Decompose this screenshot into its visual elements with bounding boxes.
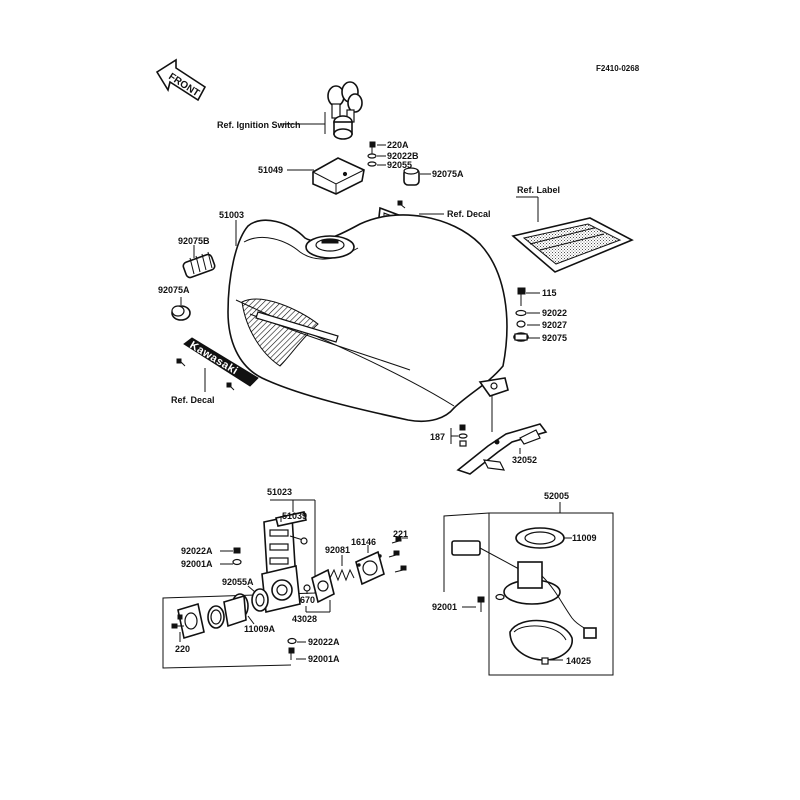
label-221: 221 xyxy=(393,529,408,539)
label-51039: 51039 xyxy=(282,511,307,521)
label-92022: 92022 xyxy=(542,308,567,318)
cap-screw-stack xyxy=(367,141,377,167)
front-arrow-icon: FRONT xyxy=(155,58,207,102)
label-92055A: 92055A xyxy=(222,577,254,587)
label-ref-decal-top: Ref. Decal xyxy=(447,209,491,219)
label-220A: 220A xyxy=(387,140,409,150)
damper-left xyxy=(171,305,191,321)
label-92075A-top: 92075A xyxy=(432,169,464,179)
bracket-bolts xyxy=(458,424,468,447)
label-92075A-left: 92075A xyxy=(158,285,190,295)
damper-top xyxy=(403,167,420,186)
label-92001A-bottom: 92001A xyxy=(308,654,340,664)
label-ref-label: Ref. Label xyxy=(517,185,560,195)
ref-label-plate xyxy=(511,217,634,273)
cover-screws xyxy=(388,536,407,573)
label-92022A-left: 92022A xyxy=(181,546,213,556)
label-51003: 51003 xyxy=(219,210,244,220)
fuel-sender-unit xyxy=(451,540,597,639)
label-92022B: 92022B xyxy=(387,151,419,161)
sender-guard xyxy=(509,619,573,665)
label-92027: 92027 xyxy=(542,320,567,330)
label-92001A-left: 92001A xyxy=(181,559,213,569)
lever-and-gasket xyxy=(303,568,335,604)
label-52005: 52005 xyxy=(544,491,569,501)
fuel-cock-frame xyxy=(162,500,316,669)
fuel-cock-seals xyxy=(171,588,269,640)
grommet-left xyxy=(182,251,216,279)
label-92081: 92081 xyxy=(325,545,350,555)
spring xyxy=(329,568,355,582)
label-ref-ignition-switch: Ref. Ignition Switch xyxy=(217,120,301,130)
label-92055: 92055 xyxy=(387,160,412,170)
mount-bracket xyxy=(456,396,548,475)
tank-cap-cover xyxy=(312,157,365,195)
sender-gasket xyxy=(515,527,565,549)
sender-screw xyxy=(477,596,485,612)
label-220: 220 xyxy=(175,644,190,654)
bottom-screw xyxy=(287,637,297,660)
diagram-code: F2410-0268 xyxy=(596,64,640,73)
gauge-box xyxy=(488,512,614,676)
label-187: 187 xyxy=(430,432,445,442)
label-51023: 51023 xyxy=(267,487,292,497)
label-11009A: 11009A xyxy=(244,624,276,634)
label-670: 670 xyxy=(300,595,315,605)
fuel-tank xyxy=(227,214,509,423)
small-screw-left xyxy=(232,547,242,566)
fuel-cock-body xyxy=(261,511,308,613)
diaphragm-cover xyxy=(355,550,385,586)
label-51049: 51049 xyxy=(258,165,283,175)
rear-bolt-stack xyxy=(513,287,529,342)
label-92075: 92075 xyxy=(542,333,567,343)
label-14025: 14025 xyxy=(566,656,591,666)
label-92075B: 92075B xyxy=(178,236,210,246)
gauge-box-left xyxy=(443,512,490,592)
label-92022A-bottom: 92022A xyxy=(308,637,340,647)
label-32052: 32052 xyxy=(512,455,537,465)
label-16146: 16146 xyxy=(351,537,376,547)
label-92001: 92001 xyxy=(432,602,457,612)
label-11009: 11009 xyxy=(572,533,597,543)
ignition-keys xyxy=(327,81,363,140)
label-ref-decal-side: Ref. Decal xyxy=(171,395,215,405)
label-43028: 43028 xyxy=(292,614,317,624)
label-115: 115 xyxy=(542,288,557,298)
emblem-text: Kawasaki xyxy=(187,339,240,377)
